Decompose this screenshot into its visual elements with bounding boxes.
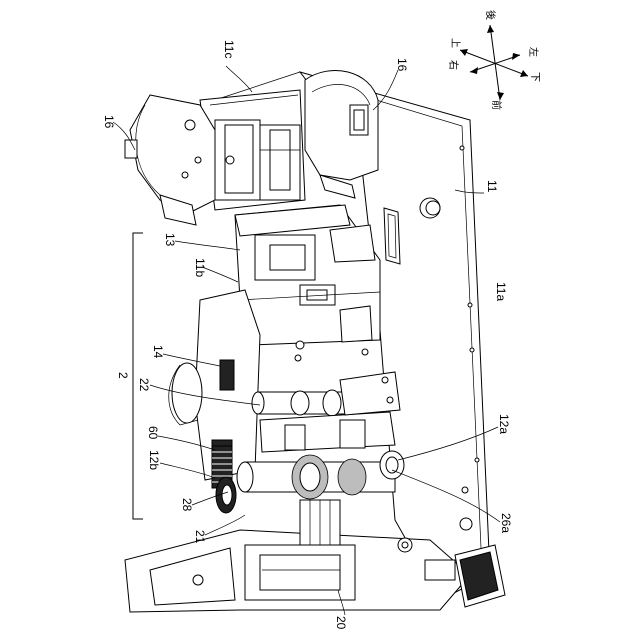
hinge-unit-16-left — [125, 95, 215, 225]
label-2: 2 — [116, 372, 130, 379]
roller-21 — [237, 451, 404, 499]
compass-back: 後 — [484, 10, 497, 20]
group-bracket-2 — [133, 233, 143, 519]
compass-up: 上 — [449, 38, 461, 48]
label-26a: 26a — [499, 513, 513, 533]
label-16-right: 16 — [395, 58, 409, 72]
compass-left: 左 — [527, 47, 540, 57]
label-21: 21 — [193, 530, 207, 544]
label-11: 11 — [485, 180, 499, 193]
compass-right: 右 — [447, 60, 460, 70]
gear-train-60 — [212, 440, 236, 513]
label-14: 14 — [151, 345, 165, 359]
label-12a: 12a — [497, 414, 511, 434]
direction-compass — [460, 25, 528, 100]
label-11a: 11a — [494, 282, 508, 301]
small-gear-14 — [220, 360, 234, 390]
label-16-left: 16 — [102, 115, 116, 129]
label-28: 28 — [180, 498, 194, 512]
label-20: 20 — [334, 616, 348, 630]
label-13: 13 — [163, 233, 177, 247]
compass-labels: 後 上 右 左 下 前 — [447, 10, 540, 110]
compass-down: 下 — [529, 72, 540, 82]
label-60: 60 — [146, 426, 160, 440]
label-11b: 11b — [193, 258, 207, 277]
compass-front: 前 — [490, 100, 503, 110]
label-22: 22 — [137, 378, 151, 392]
label-12b: 12b — [147, 450, 161, 470]
motor-block — [215, 120, 300, 200]
label-11c: 11c — [222, 40, 236, 58]
